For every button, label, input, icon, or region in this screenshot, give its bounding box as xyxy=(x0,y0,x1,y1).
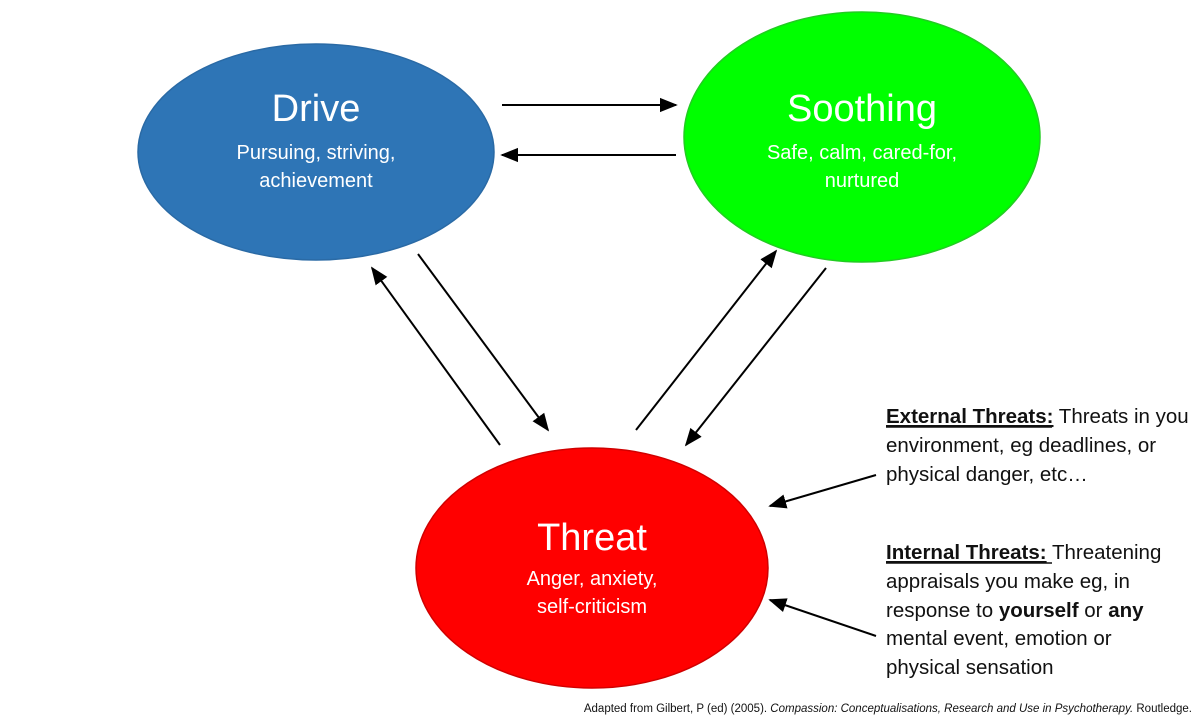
drive-node: Drive Pursuing, striving, achievement xyxy=(137,43,495,261)
internal-threats-note: Internal Threats: Threatening appraisals… xyxy=(886,541,1161,679)
internal-heading: Internal Threats: xyxy=(886,541,1047,564)
internal-line-3-c: or xyxy=(1079,599,1109,622)
drive-desc-1: Pursuing, striving, xyxy=(237,142,396,164)
arrow-drive-to-threat xyxy=(417,253,550,432)
citation: Adapted from Gilbert, P (ed) (2005). Com… xyxy=(584,703,1192,715)
external-line-2: environment, eg deadlines, or xyxy=(886,434,1156,457)
external-line-1-text: Threats in you xyxy=(1053,405,1188,428)
soothing-desc-2: nurtured xyxy=(825,170,900,192)
internal-line-3-b: yourself xyxy=(999,599,1079,622)
arrow-threat-to-soothing xyxy=(635,249,778,431)
arrow-external-to-threat xyxy=(768,474,877,509)
arrow-internal-to-threat xyxy=(768,598,877,637)
external-threats-note: External Threats: Threats in you environ… xyxy=(886,405,1189,486)
external-line-1: External Threats: Threats in you xyxy=(886,405,1189,428)
internal-line-3: response to yourself or any xyxy=(886,599,1144,622)
internal-line-1-text: Threatening xyxy=(1047,541,1162,564)
external-line-3: physical danger, etc… xyxy=(886,463,1088,486)
threat-node: Threat Anger, anxiety, self-criticism xyxy=(415,447,769,689)
drive-desc-2: achievement xyxy=(259,170,373,192)
internal-line-1: Internal Threats: Threatening xyxy=(886,541,1161,564)
threat-desc-2: self-criticism xyxy=(537,596,647,618)
drive-title: Drive xyxy=(272,88,361,130)
citation-prefix: Adapted from Gilbert, P (ed) (2005). xyxy=(584,703,770,715)
arrow-threat-to-drive xyxy=(370,266,501,446)
threat-desc-1: Anger, anxiety, xyxy=(527,568,658,590)
external-heading: External Threats: xyxy=(886,405,1053,428)
internal-line-3-d: any xyxy=(1108,599,1144,622)
threat-title: Threat xyxy=(537,517,647,559)
soothing-node: Soothing Safe, calm, cared-for, nurtured xyxy=(683,11,1041,263)
internal-line-3-a: response to xyxy=(886,599,999,622)
soothing-desc-1: Safe, calm, cared-for, xyxy=(767,142,957,164)
soothing-title: Soothing xyxy=(787,88,937,130)
internal-line-2: appraisals you make eg, in xyxy=(886,570,1130,593)
citation-title: Compassion: Conceptualisations, Research… xyxy=(770,703,1133,715)
internal-line-5: physical sensation xyxy=(886,656,1054,679)
internal-line-4: mental event, emotion or xyxy=(886,627,1112,650)
citation-suffix: Routledge. xyxy=(1133,703,1192,715)
arrow-soothing-to-threat xyxy=(684,267,827,447)
